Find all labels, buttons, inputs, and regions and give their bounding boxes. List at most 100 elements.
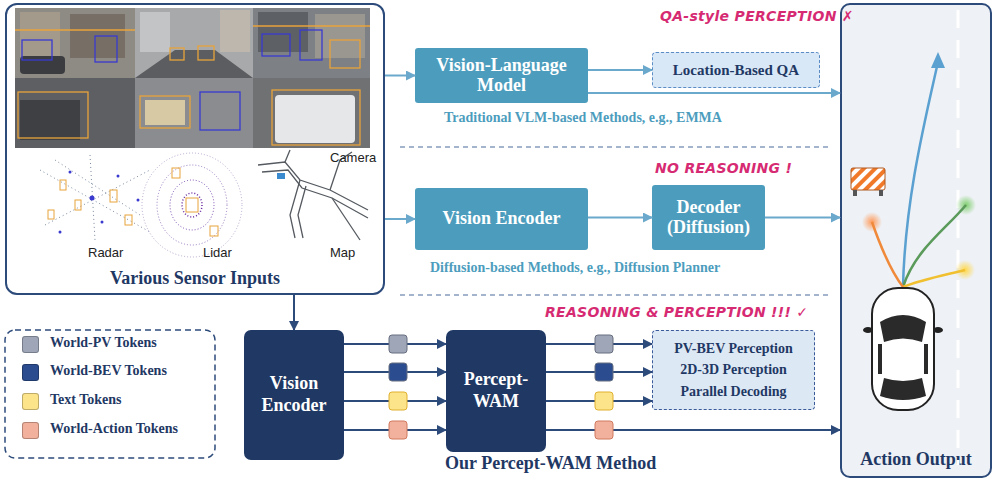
connector-line [385,75,415,77]
lidar-plot [182,193,202,217]
node-text: Percept-WAM [450,369,542,412]
connector-line [588,217,652,219]
camera-image [15,8,135,78]
node-text: Vision Encoder [248,373,340,416]
connector-line [385,218,415,220]
connector-arrow [344,344,446,430]
radar-plot [45,170,150,225]
lidar-plot [142,153,242,257]
node-text: Vision Encoder [443,209,561,229]
camera-image [15,78,135,148]
camera-image [135,8,253,78]
camera-image [70,14,125,58]
token-squares [389,392,407,410]
driving-scene [879,190,883,196]
driving-scene [872,288,934,410]
radar-plot [69,171,72,174]
separator [400,146,830,147]
camera-image [20,12,60,60]
encoder-box: Vision Encoder [415,188,588,250]
map-plot [332,198,360,240]
radar-plot [55,160,140,215]
token-squares [595,392,613,410]
camera-image [258,12,308,52]
radar-plot [40,170,150,232]
decoder-box: Decoder (Diffusion) [652,185,765,250]
camera-image [145,100,185,125]
camera-image [135,50,253,78]
driving-scene [878,344,882,374]
camera-image [20,56,65,74]
output-box: PV-BEV Perception2D-3D PerceptionParalle… [652,330,815,410]
radar-plot [60,180,66,190]
token-squares [595,363,613,381]
camera-image [253,78,370,148]
annotation: REASONING & PERCEPTION !!! ✓ [545,304,808,320]
map-plot [290,180,300,238]
radar-plot [40,155,150,240]
legend-swatch [22,393,39,410]
driving-scene [957,10,960,465]
connector-line [546,371,652,373]
token-squares [389,421,407,439]
connector-line [344,343,446,345]
camera-image [300,30,322,60]
driving-scene [903,205,966,287]
method-caption: Traditional VLM-based Methods, e.g., EMM… [444,110,722,126]
legend-swatch [22,422,39,439]
camera-image [18,92,88,138]
model-box: Percept-WAM [446,330,546,452]
legend-text: World-Action Tokens [50,421,178,437]
camera-image [135,78,253,148]
legend-text: World-PV Tokens [50,335,157,351]
connector-arrow [546,430,840,431]
camera-image [95,36,117,62]
driving-scene [853,190,857,196]
map-plot [277,173,285,179]
camera-image [272,90,360,145]
radar-plot [117,175,120,178]
encoder-box: Vision Encoder [244,330,344,460]
node-text: PV-BEV Perception [674,341,793,357]
connector-arrow [546,344,652,401]
driving-scene [903,62,938,287]
token-squares [595,335,613,353]
lidar-plot [142,153,242,257]
camera-image [253,25,370,26]
node-text: Decoder (Diffusion) [660,198,757,238]
map-plot [285,150,290,162]
connector-arrow [385,219,415,220]
radar-plot [40,155,150,240]
camera-image [275,95,355,143]
connector-arrow [588,93,840,94]
model-box: Vision-Language Model [415,48,588,103]
connector-line [765,217,840,219]
driving-scene [872,222,903,287]
connector-line [546,343,652,345]
connector-arrow [385,75,415,76]
driving-scene [880,378,926,400]
node-text: Action Output [860,449,972,470]
connector-line [546,400,652,402]
annotation: NO REASONING ! [655,160,792,176]
radar-plot [75,200,81,210]
connector-line [293,295,295,330]
map-plot [330,152,352,190]
legend-frame [5,330,215,458]
radar-plot [125,215,132,225]
camera-image [198,46,214,60]
connector-arrow [294,295,295,330]
camera-image [140,12,170,52]
driving-scene [933,327,943,333]
driving-scene [851,168,885,190]
connector-arrow [765,217,840,218]
action-panel: Action Output [840,3,992,478]
driving-scene [863,327,873,333]
camera-image [15,8,370,148]
driving-scene [880,315,926,342]
output-box: Location-Based QA [652,52,820,88]
connector-line [344,400,446,402]
legend-text: World-BEV Tokens [50,363,167,379]
camera-image [15,8,370,148]
